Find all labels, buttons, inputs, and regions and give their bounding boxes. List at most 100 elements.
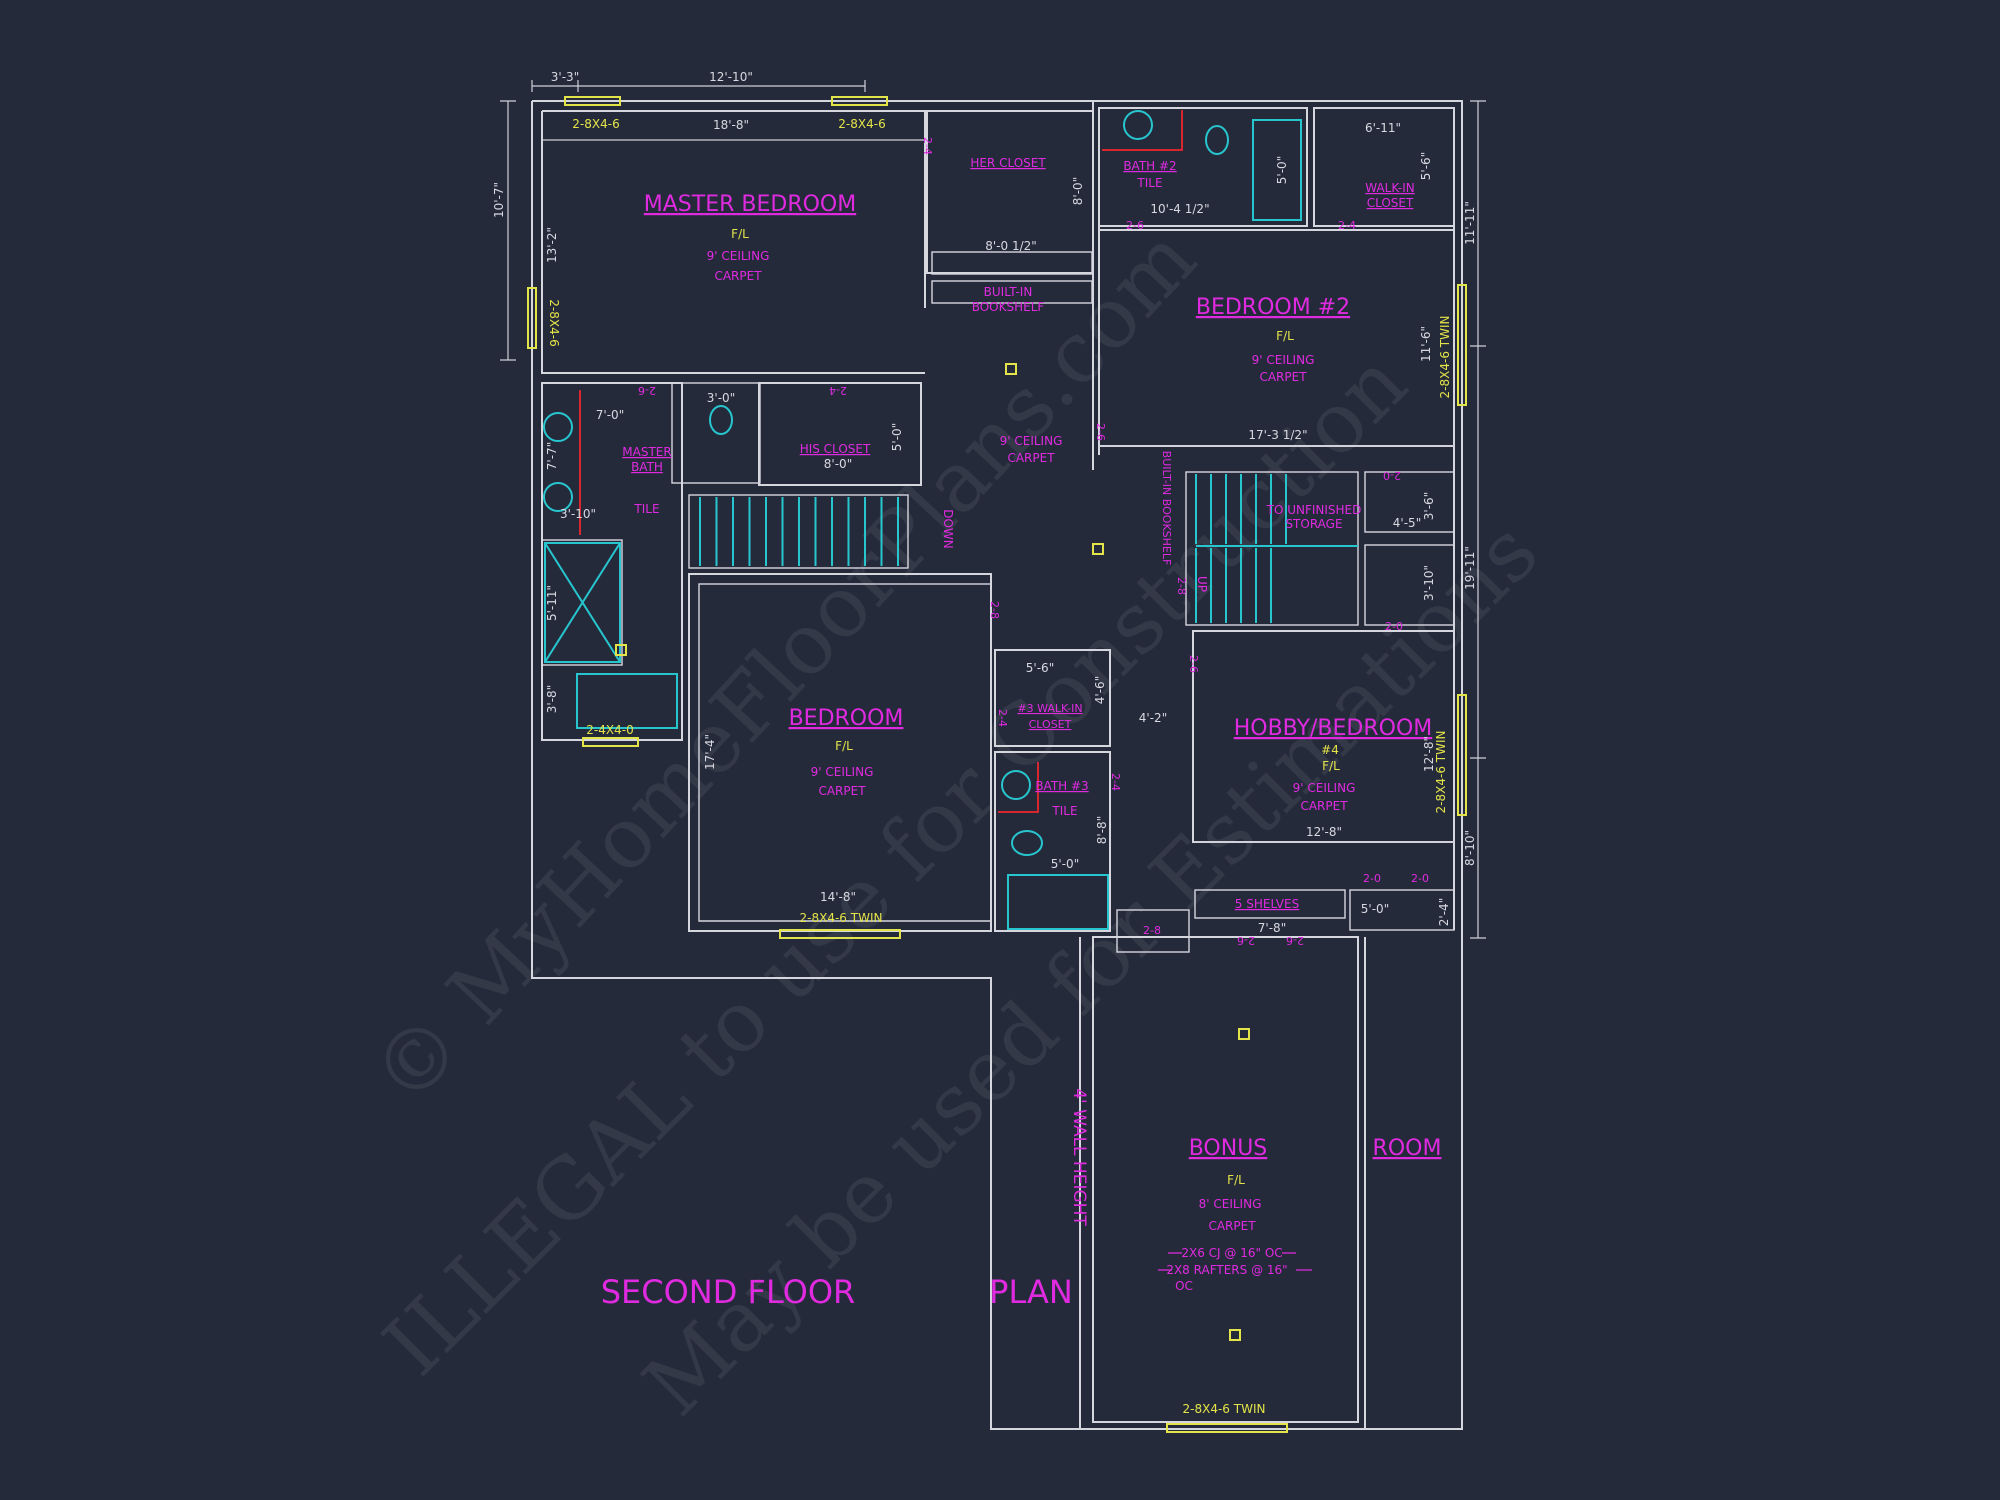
room-name-bedroom2: BEDROOM #2 bbox=[1196, 295, 1350, 320]
window-tag: 2-8X4-6 TWIN bbox=[1434, 731, 1448, 814]
dimension-label: 6'-11" bbox=[1365, 121, 1401, 135]
sink-icon bbox=[1001, 770, 1031, 800]
dimension-label: 8'-0" bbox=[824, 457, 852, 471]
window-icon bbox=[831, 96, 888, 106]
dimension-label: 8'-0" bbox=[1071, 177, 1085, 205]
window-icon bbox=[564, 96, 621, 106]
door-tag: 2-0 bbox=[1411, 872, 1429, 885]
room-name-walk-in-closet: CLOSET bbox=[1367, 196, 1414, 210]
toilet-icon bbox=[1205, 125, 1229, 155]
window-icon bbox=[527, 287, 537, 349]
ceiling-label: 8' CEILING bbox=[1199, 1197, 1262, 1211]
ceiling-label: 9' CEILING bbox=[1000, 434, 1063, 448]
dimension-label: 10'-4 1/2" bbox=[1150, 202, 1209, 216]
sink-icon bbox=[543, 482, 573, 512]
room-name-master-bath: MASTER bbox=[622, 445, 671, 459]
toilet-icon bbox=[709, 405, 733, 435]
window-icon bbox=[1457, 284, 1467, 406]
toilet-icon bbox=[1011, 830, 1043, 856]
plan-title: PLAN bbox=[989, 1273, 1073, 1311]
dimension-label: 13'-2" bbox=[545, 227, 559, 263]
door-tag: 2-6 bbox=[638, 384, 656, 397]
stair-down-label: DOWN bbox=[941, 509, 955, 549]
bathtub-icon bbox=[576, 673, 678, 729]
dimension-label: 3'-3" bbox=[551, 70, 579, 84]
room-name-bonus: BONUS bbox=[1189, 1136, 1268, 1161]
door-tag: 2-8 bbox=[1175, 577, 1188, 595]
door-tag: 2-8 bbox=[988, 601, 1001, 619]
dimension-lines bbox=[500, 80, 1486, 939]
dimension-label: 17'-3 1/2" bbox=[1248, 428, 1307, 442]
dimension-label: 12'-8" bbox=[1306, 825, 1342, 839]
room-name-room: ROOM bbox=[1373, 1136, 1442, 1161]
window-tag: 2-8X4-6 bbox=[547, 299, 561, 346]
room-name-bath3: BATH #3 bbox=[1035, 779, 1088, 793]
dimension-label: 11'-6" bbox=[1419, 326, 1433, 362]
dimension-label: 3'-6" bbox=[1422, 492, 1436, 520]
ceiling-label: 9' CEILING bbox=[707, 249, 770, 263]
shower-icon bbox=[544, 542, 621, 663]
dimension-label: 3'-10" bbox=[560, 507, 596, 521]
dimension-label: 14'-8" bbox=[820, 890, 856, 904]
dimension-label: 8'-8" bbox=[1095, 816, 1109, 844]
light-fixtures bbox=[615, 363, 1250, 1341]
framing-note: 2X6 CJ @ 16" OC bbox=[1181, 1246, 1282, 1260]
stairs bbox=[699, 474, 1358, 623]
window-tag: 2-8X4-6 TWIN bbox=[1438, 316, 1452, 399]
dimension-label: 5'-6" bbox=[1026, 661, 1054, 675]
door-tag: 2-0 bbox=[1363, 872, 1381, 885]
room-name-his-closet: HIS CLOSET bbox=[800, 442, 871, 456]
door-tag: 2-4 bbox=[921, 137, 934, 155]
storage-label: TO UNFINISHED bbox=[1266, 503, 1362, 517]
dimension-label: 4'-2" bbox=[1139, 711, 1167, 725]
floor-label: TILE bbox=[633, 502, 659, 516]
windows bbox=[527, 96, 1467, 1433]
room-name-master-bedroom: MASTER BEDROOM bbox=[644, 192, 856, 217]
room-number: #4 bbox=[1321, 743, 1339, 757]
bookshelf-label: BUILT-IN bbox=[984, 285, 1033, 299]
smoke-detector-icon bbox=[1092, 543, 1104, 555]
floor-label: CARPET bbox=[714, 269, 762, 283]
dimension-label: 7'-8" bbox=[1258, 921, 1286, 935]
dimension-label: 3'-8" bbox=[545, 685, 559, 713]
fixture-label: F/L bbox=[1322, 759, 1340, 773]
dimension-label: 5'-0" bbox=[890, 423, 904, 451]
door-tag: 2-8 bbox=[1143, 924, 1161, 937]
fixture-label: F/L bbox=[835, 739, 853, 753]
window-tag: 2-4X4-0 bbox=[586, 723, 633, 737]
room-name-walk-in-closet: WALK-IN bbox=[1365, 181, 1415, 195]
dimension-label: 5'-0" bbox=[1051, 857, 1079, 871]
sink-icon bbox=[543, 412, 573, 442]
room-name-her-closet: HER CLOSET bbox=[970, 156, 1046, 170]
fixture-label: F/L bbox=[731, 227, 749, 241]
smoke-detector-icon bbox=[1238, 1028, 1250, 1040]
door-tag: 2-6 bbox=[1094, 423, 1107, 441]
room-name-hobby-bedroom: HOBBY/BEDROOM bbox=[1234, 716, 1433, 741]
window-tag: 2-8X4-6 bbox=[838, 117, 885, 131]
dimension-label: 17'-4" bbox=[703, 734, 717, 770]
room-name-master-bath: BATH bbox=[631, 460, 663, 474]
door-tag: 2-0 bbox=[1383, 469, 1401, 482]
room-name-bedroom: BEDROOM bbox=[789, 706, 904, 731]
room-name-walk-in-closet3: #3 WALK-IN bbox=[1017, 702, 1082, 715]
room-name-bath2: BATH #2 bbox=[1123, 159, 1176, 173]
dimension-labels: 3'-3"12'-10"18'-8"10'-7"13'-2"8'-0"8'-0 … bbox=[492, 70, 1477, 935]
wall-height-label: 4' WALL HEIGHT bbox=[1069, 1088, 1089, 1226]
door-tag: 2-6 bbox=[1237, 934, 1255, 947]
window-icon bbox=[1457, 694, 1467, 816]
dimension-label: 8'-10" bbox=[1463, 830, 1477, 866]
fixtures bbox=[543, 110, 1302, 930]
window-tags: 2-8X4-6 2-8X4-6 2-8X4-6 2-8X4-6 TWIN 2-4… bbox=[547, 117, 1452, 1416]
dimension-label: 12'-8" bbox=[1422, 736, 1436, 772]
sink-icon bbox=[1123, 110, 1153, 140]
dimension-label: 12'-10" bbox=[709, 70, 753, 84]
door-tag: 2-6 bbox=[1126, 219, 1144, 232]
floor-label: TILE bbox=[1136, 176, 1162, 190]
stair-up-label: UP bbox=[1195, 576, 1209, 592]
dimension-label: 5'-6" bbox=[1419, 152, 1433, 180]
fixture-label: F/L bbox=[1276, 329, 1294, 343]
dimension-label: 8'-0 1/2" bbox=[985, 239, 1037, 253]
window-icon bbox=[779, 929, 901, 939]
